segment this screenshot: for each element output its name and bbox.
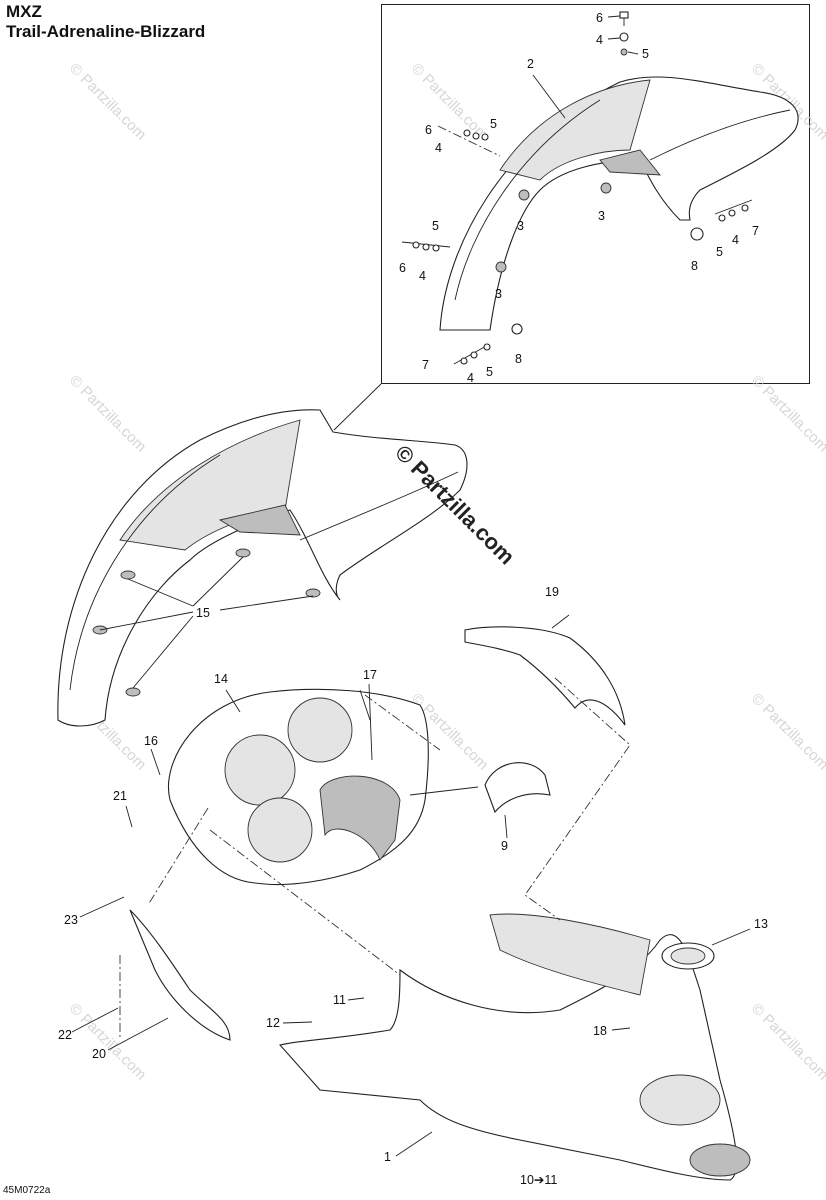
- callout-19: 19: [545, 585, 559, 599]
- callout-5: 5: [490, 117, 497, 131]
- grommet-icon: [92, 548, 321, 697]
- drawing-code: 45M0722a: [3, 1185, 51, 1196]
- callout-3: 3: [495, 287, 502, 301]
- part-9-leader: [409, 786, 479, 796]
- callout-1: 1: [384, 1150, 391, 1164]
- dash-link: [524, 677, 631, 921]
- callout-3: 3: [598, 209, 605, 223]
- callout-labels: 6 4 5 2 6 4 5 3 3 5 6 4 3 5 4 7 8 8 7 4 …: [58, 11, 768, 1187]
- callout-18: 18: [593, 1024, 607, 1038]
- callout-8: 8: [515, 352, 522, 366]
- nut-icon: [600, 182, 612, 194]
- windshield-main: [57, 409, 468, 727]
- callout-7: 7: [422, 358, 429, 372]
- inset-hardware: [401, 11, 753, 365]
- model-subtitle: Trail-Adrenaline-Blizzard: [6, 22, 206, 41]
- nut-icon: [511, 323, 523, 335]
- gauge-support: [168, 688, 429, 886]
- grommet-leaders: [99, 556, 314, 689]
- washer-icon: [619, 32, 629, 42]
- callout-3: 3: [517, 219, 524, 233]
- callout-4: 4: [435, 141, 442, 155]
- callout-4: 4: [419, 269, 426, 283]
- callout-11: 11: [333, 993, 346, 1007]
- callout-14: 14: [214, 672, 228, 686]
- callout-23: 23: [64, 913, 78, 927]
- model-title: MXZ: [6, 2, 42, 21]
- callout-5: 5: [486, 365, 493, 379]
- nut-icon: [690, 227, 704, 241]
- callout-9: 9: [501, 839, 508, 853]
- screw-icon: [619, 11, 629, 26]
- callout-4: 4: [732, 233, 739, 247]
- callout-6: 6: [399, 261, 406, 275]
- upper-cover-19: [464, 626, 626, 726]
- nut-icon: [495, 261, 507, 273]
- grommet-icon: [620, 48, 628, 56]
- inset-leader: [333, 383, 382, 431]
- callout-12: 12: [266, 1016, 280, 1030]
- dash-link: [147, 807, 209, 906]
- callout-16: 16: [144, 734, 158, 748]
- callout-7: 7: [752, 224, 759, 238]
- dash-link: [209, 829, 401, 976]
- callout-4: 4: [596, 33, 603, 47]
- callout-leaders: [71, 15, 751, 1157]
- callout-10-11: 10➔11: [520, 1173, 557, 1187]
- callout-2: 2: [527, 57, 534, 71]
- inset-detail-frame: [381, 4, 810, 384]
- callout-6: 6: [425, 123, 432, 137]
- cover-9: [484, 762, 551, 814]
- callout-8: 8: [691, 259, 698, 273]
- callout-21: 21: [113, 789, 127, 803]
- callout-5: 5: [432, 219, 439, 233]
- callout-13: 13: [754, 917, 768, 931]
- callout-6: 6: [596, 11, 603, 25]
- windshield-inset: [439, 76, 799, 331]
- nut-icon: [518, 189, 530, 201]
- callout-15: 15: [196, 606, 210, 620]
- lower-console: [129, 909, 751, 1181]
- callout-17: 17: [363, 668, 377, 682]
- callout-4: 4: [467, 371, 474, 385]
- callout-5: 5: [716, 245, 723, 259]
- callout-5: 5: [642, 47, 649, 61]
- callout-22: 22: [58, 1028, 72, 1042]
- dash-link: [364, 694, 441, 751]
- callout-20: 20: [92, 1047, 106, 1061]
